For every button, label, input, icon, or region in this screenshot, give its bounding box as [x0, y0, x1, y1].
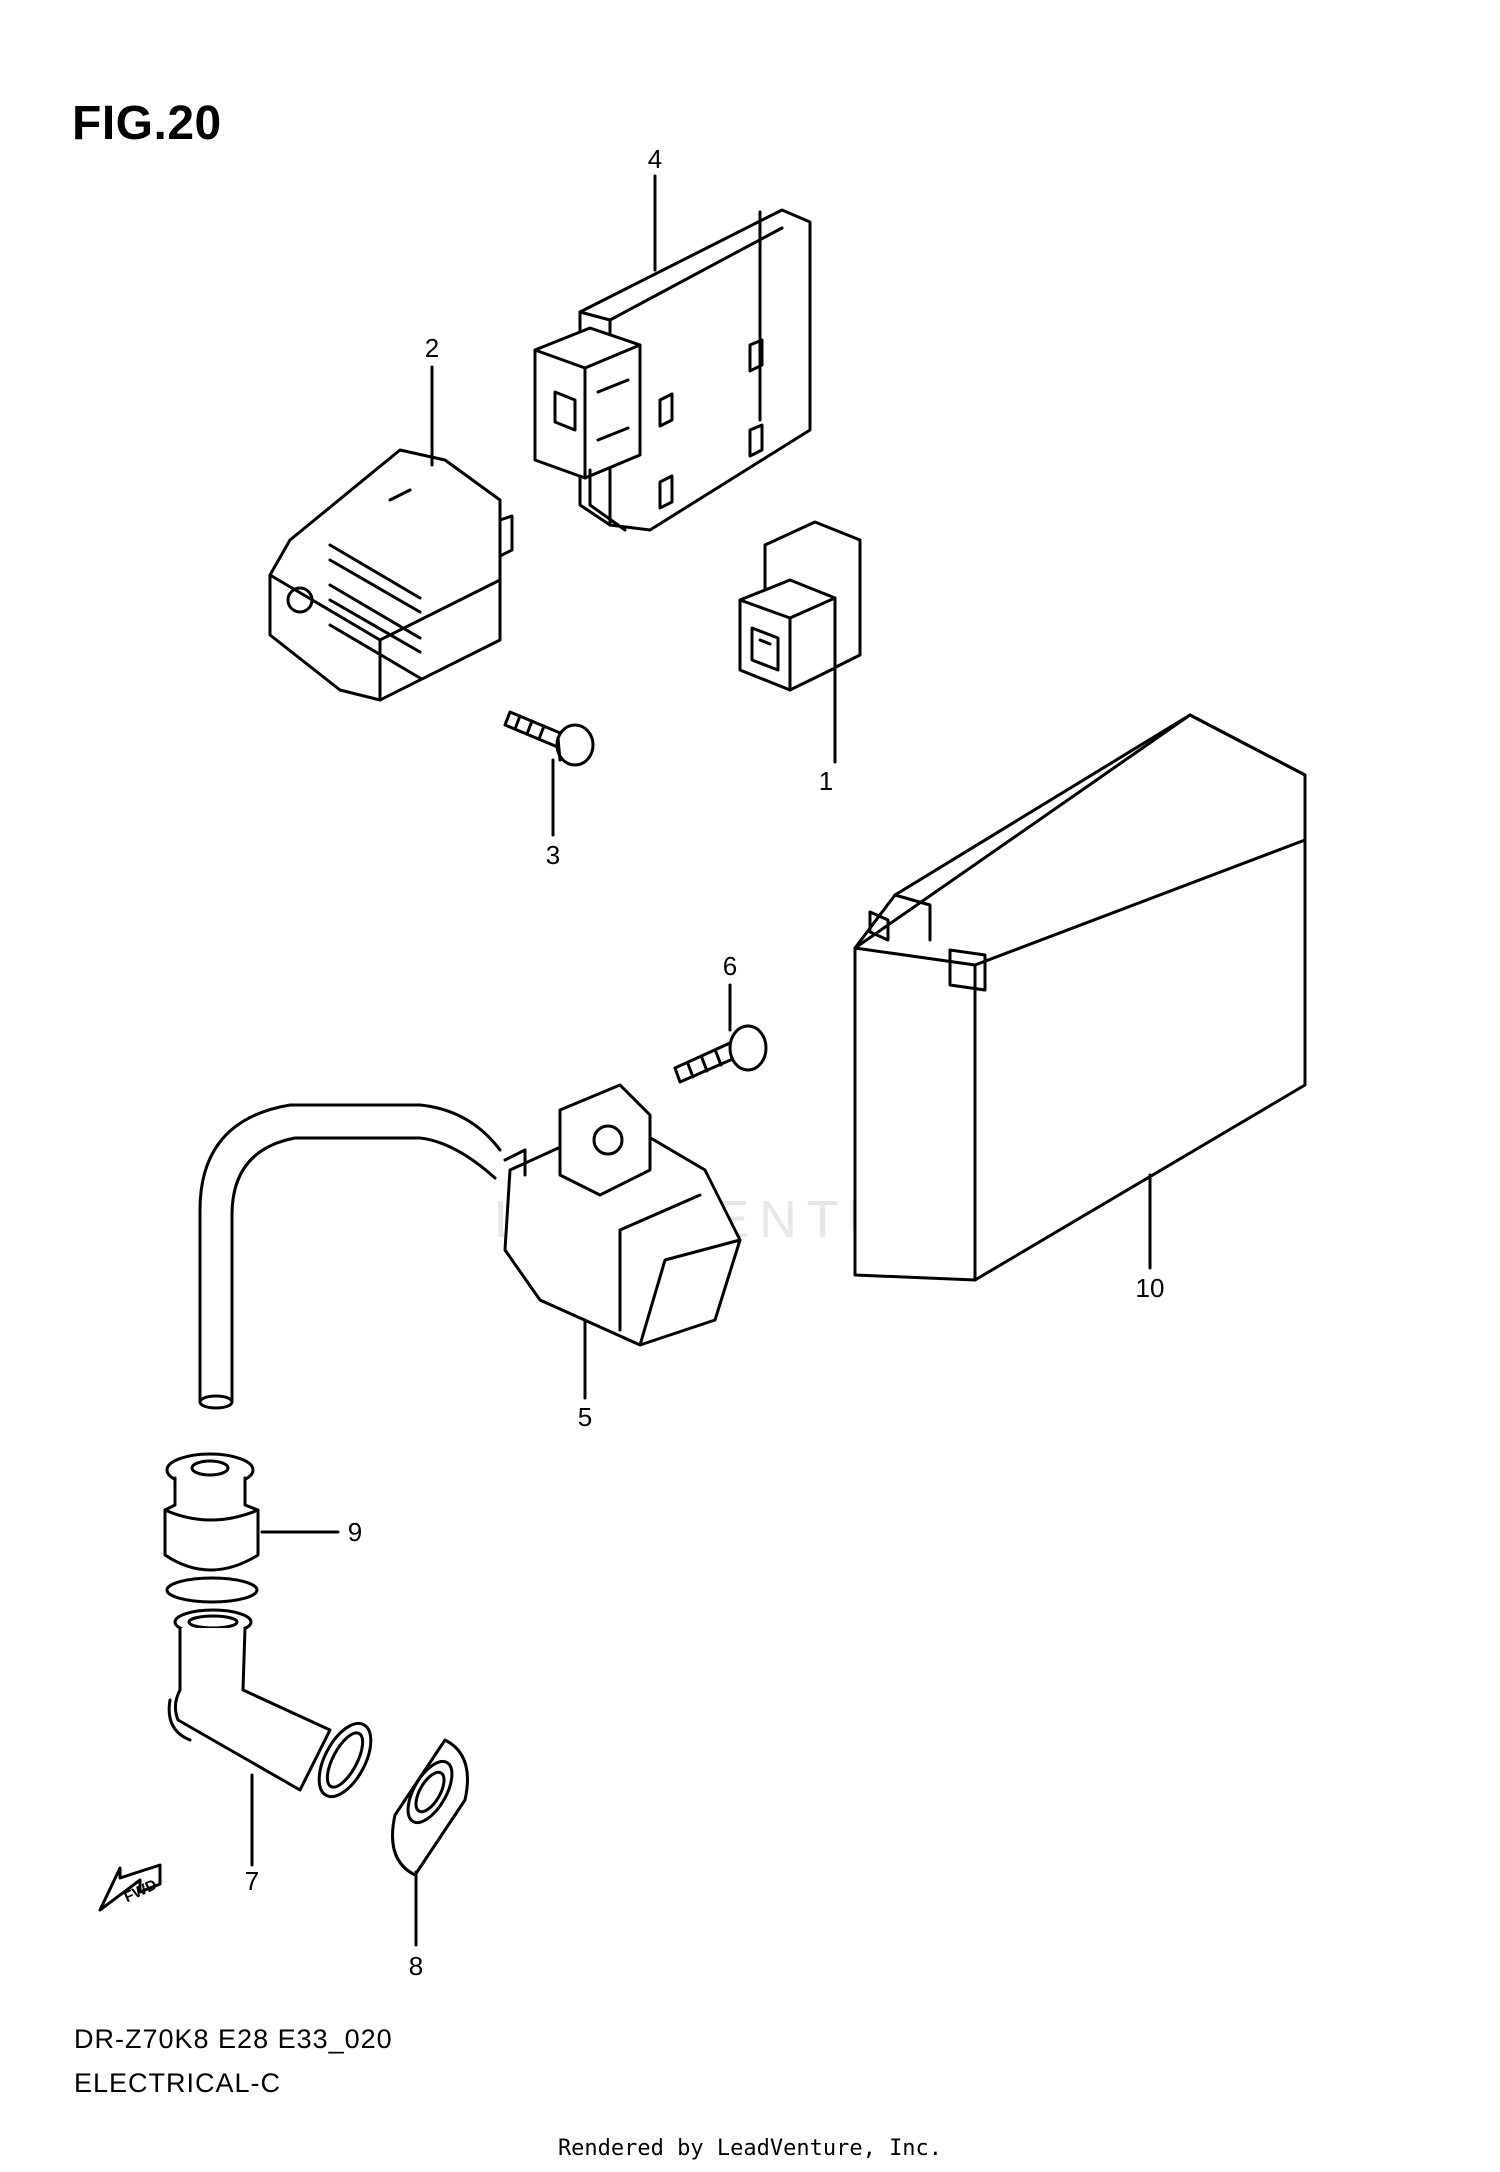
section-name: ELECTRICAL-C: [74, 2068, 282, 2098]
callout-8: 8: [409, 1951, 423, 1981]
part-5-ignition-coil: [198, 1083, 742, 1410]
fwd-arrow-icon: FWD: [98, 1863, 162, 1912]
callout-10: 10: [1136, 1273, 1165, 1303]
part-8-seal: [391, 1738, 469, 1877]
callout-9: 9: [348, 1517, 362, 1547]
callout-4: 4: [648, 144, 662, 174]
part-10-battery: [853, 713, 1307, 1282]
model-code: DR-Z70K8 E28 E33_020: [74, 2024, 393, 2054]
callout-6: 6: [723, 951, 737, 981]
part-2-regulator: [268, 448, 514, 702]
callout-7: 7: [245, 1866, 259, 1896]
callout-1: 1: [819, 766, 833, 796]
callout-3: 3: [546, 840, 560, 870]
callout-5: 5: [578, 1402, 592, 1432]
part-6-bolt: [673, 1024, 768, 1084]
callouts: 1 2 3 4 5 6 7 8 9 10: [245, 144, 1165, 1981]
figure-title: FIG.20: [72, 97, 222, 150]
part-1-coupler: [738, 520, 862, 692]
part-3-bolt: [503, 710, 595, 767]
footer-credit: Rendered by LeadVenture, Inc.: [557, 2136, 943, 2161]
part-7-plug-cap: [167, 1608, 373, 1799]
callout-2: 2: [425, 333, 439, 363]
part-4-cdi-unit: [533, 208, 812, 532]
part-9-grommet: [163, 1452, 260, 1604]
